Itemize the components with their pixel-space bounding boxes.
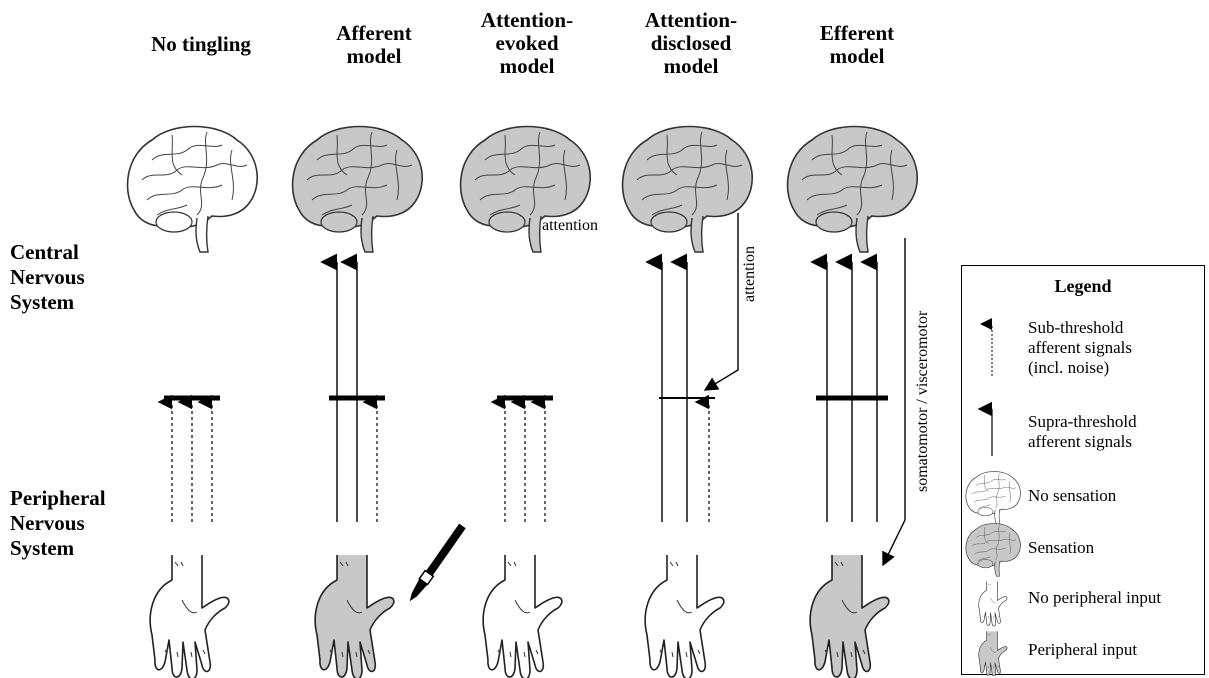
gray-brain-icon xyxy=(293,127,423,253)
gray-hand-icon xyxy=(315,555,394,678)
white-brain-icon xyxy=(128,127,258,253)
legend-label-no-sensation: No sensation xyxy=(1028,486,1116,506)
column-title-attention-evoked: Attention- evoked model xyxy=(452,9,602,78)
white-hand-icon xyxy=(483,555,562,678)
white-hand-icon xyxy=(979,581,1007,626)
gray-brain-icon xyxy=(623,127,753,253)
gray-hand-icon xyxy=(979,631,1007,676)
white-hand-icon xyxy=(150,555,229,678)
column-0 xyxy=(128,127,258,678)
gray-brain-icon xyxy=(966,524,1020,577)
efferent-arrow xyxy=(883,238,905,565)
white-hand-icon xyxy=(645,555,724,678)
paintbrush-icon xyxy=(406,523,467,604)
column-title-efferent: Efferent model xyxy=(782,22,932,68)
gray-hand-icon xyxy=(810,555,889,678)
legend-label-no-peripheral-input: No peripheral input xyxy=(1028,588,1161,608)
legend-label-sensation: Sensation xyxy=(1028,538,1094,558)
legend-label-peripheral-input: Peripheral input xyxy=(1028,640,1137,660)
white-brain-icon xyxy=(966,472,1020,525)
column-4 xyxy=(788,127,918,678)
gray-brain-icon xyxy=(788,127,918,253)
column-1 xyxy=(293,127,423,678)
column-2 xyxy=(461,127,591,678)
attention-arrow xyxy=(705,213,738,390)
legend: Legend Sub-threshold afferent signals (i… xyxy=(961,265,1205,675)
column-3 xyxy=(623,127,753,678)
pns-label: Peripheral Nervous System xyxy=(10,486,106,561)
legend-label-subthreshold: Sub-threshold afferent signals (incl. no… xyxy=(1028,318,1132,378)
attention-label-disclosed: attention xyxy=(741,246,759,302)
attention-label-evoked: attention xyxy=(542,217,598,235)
somatomotor-label: somatomotor / visceromotor xyxy=(914,311,932,492)
legend-label-suprathreshold: Supra-threshold afferent signals xyxy=(1028,412,1137,452)
cns-label: Central Nervous System xyxy=(10,240,85,315)
column-title-no-tingling: No tingling xyxy=(126,33,276,56)
column-title-afferent: Afferent model xyxy=(299,22,449,68)
column-title-attention-disclosed: Attention- disclosed model xyxy=(616,9,766,78)
